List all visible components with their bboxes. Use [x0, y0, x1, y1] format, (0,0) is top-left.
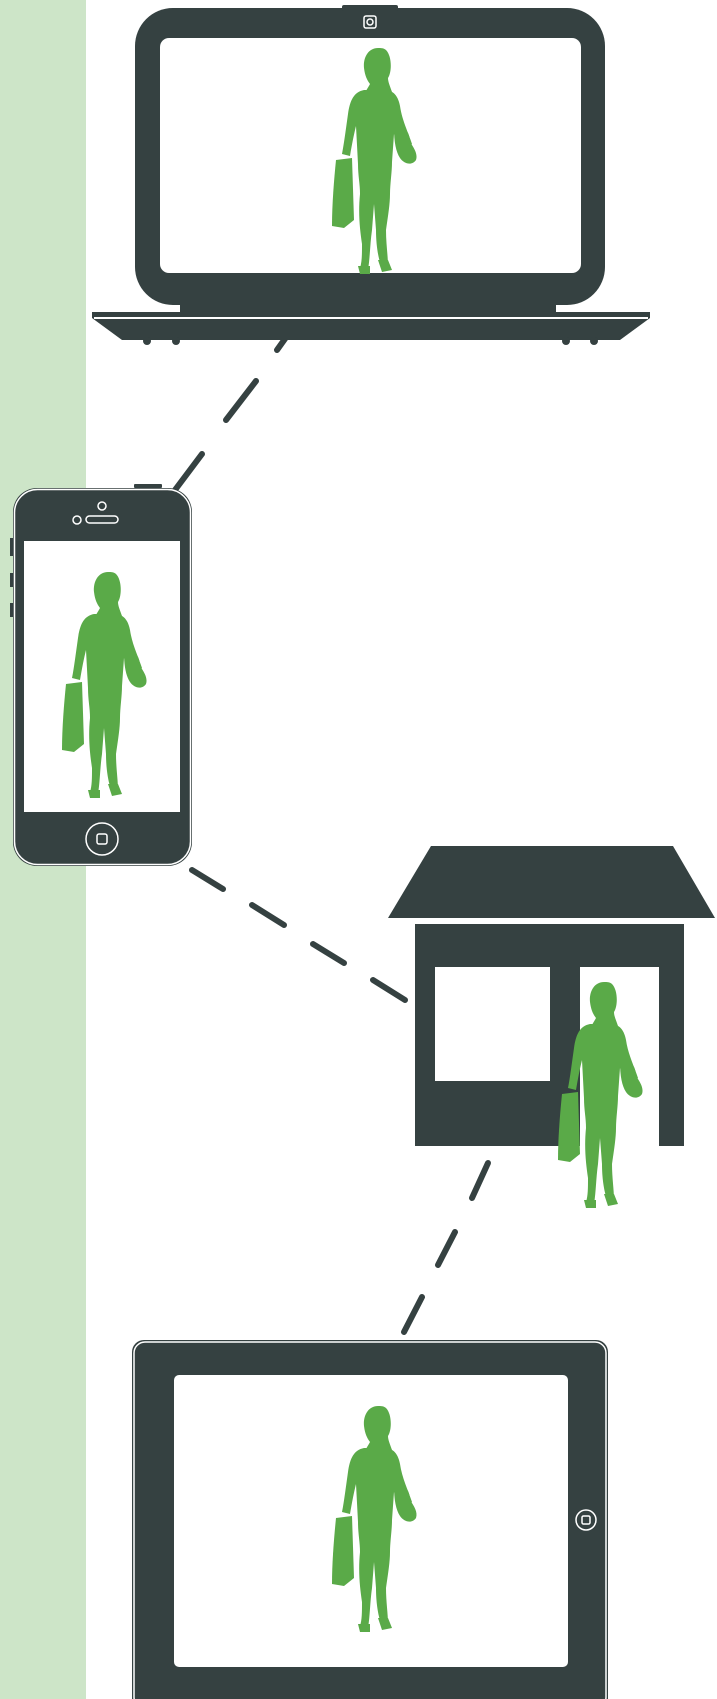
connector-store-to-tablet [404, 1163, 488, 1332]
connector-laptop-to-phone [172, 336, 287, 494]
connector-phone-to-store [192, 870, 435, 1018]
storefront-icon [388, 846, 715, 1147]
store-window [435, 967, 550, 1081]
